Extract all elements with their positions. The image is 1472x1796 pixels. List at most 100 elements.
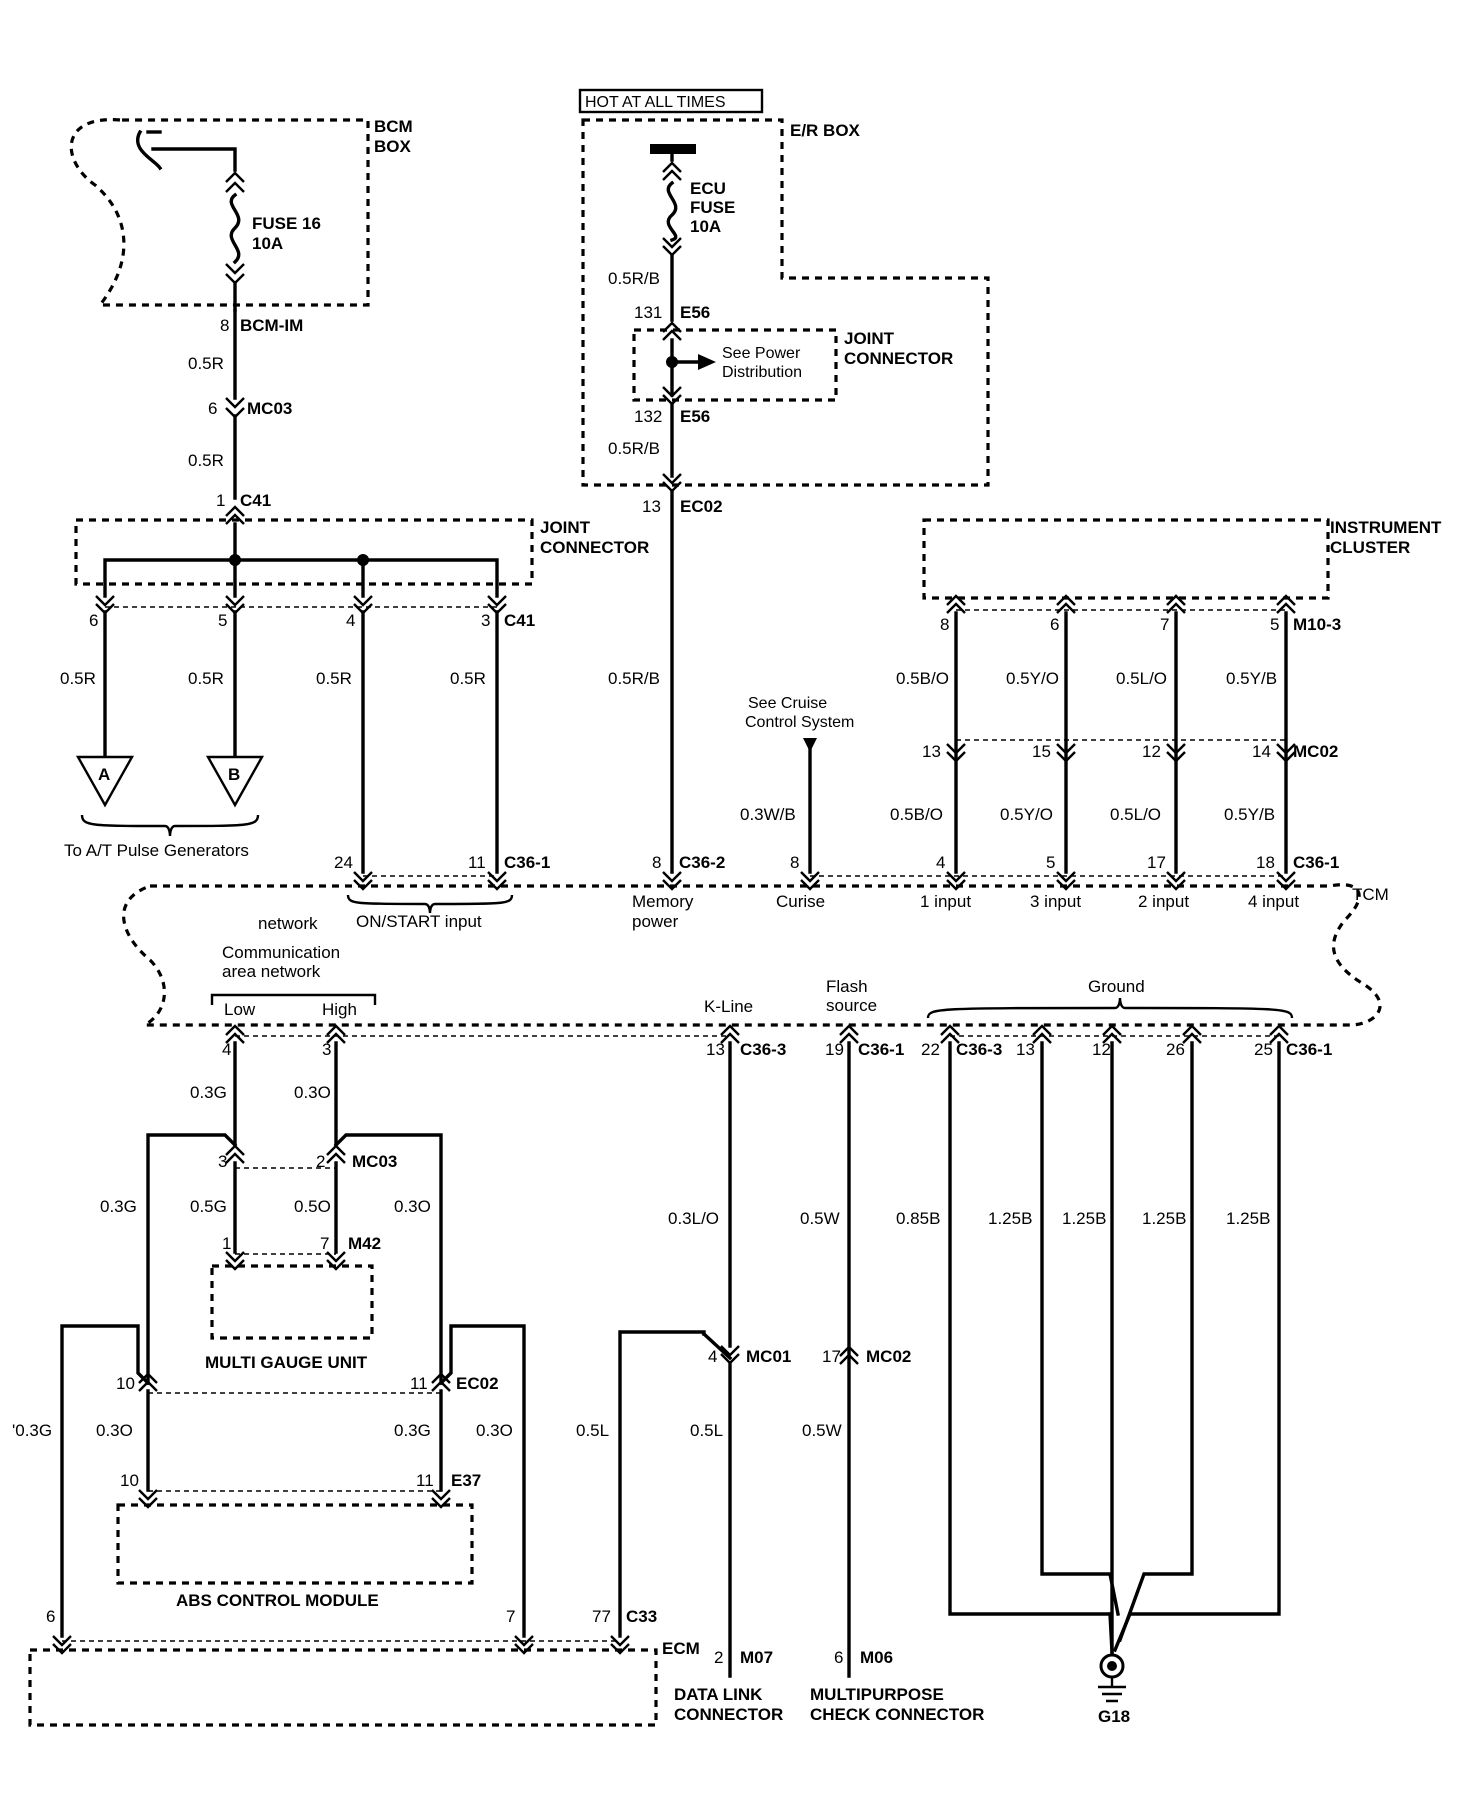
ecm-box: 6 7 77 C33 ECM 0.5L bbox=[28, 1330, 706, 1727]
pin-label: 11 bbox=[468, 853, 486, 872]
cruise-label: Curise bbox=[776, 892, 825, 911]
connector-e56: E56 bbox=[680, 407, 710, 426]
wire-color: 0.3L/O bbox=[668, 1209, 719, 1228]
wire-color: 0.5R bbox=[188, 354, 224, 373]
connector-ec02: EC02 bbox=[680, 497, 723, 516]
ground-label: Ground bbox=[1088, 977, 1145, 996]
joint-connector-label-2: CONNECTOR bbox=[540, 538, 649, 557]
wire-color: 1.25B bbox=[1226, 1209, 1270, 1228]
connector-c36-1: C36-1 bbox=[858, 1040, 904, 1059]
bcm-box: BCM BOX FUSE 16 10A bbox=[69, 117, 413, 312]
ground-g18-icon bbox=[1098, 1653, 1126, 1703]
pin-label: 7 bbox=[1160, 615, 1169, 634]
pulse-generator-wires: 0.5R 0.5R A B To A/T Pulse Generators 0.… bbox=[60, 610, 499, 874]
comm-label-2: area network bbox=[222, 962, 321, 981]
abs-control-module-label: ABS CONTROL MODULE bbox=[176, 1591, 379, 1610]
wire-color: 1.25B bbox=[1142, 1209, 1186, 1228]
pin-label: 15 bbox=[1032, 742, 1051, 761]
to-at-pulse-label: To A/T Pulse Generators bbox=[64, 841, 249, 860]
connector-c36-1: C36-1 bbox=[1286, 1040, 1332, 1059]
fuse16-symbol bbox=[229, 192, 241, 265]
wire-color: 0.3O bbox=[394, 1197, 431, 1216]
input-3-label: 3 input bbox=[1030, 892, 1081, 911]
joint-connector-label-1: JOINT bbox=[540, 518, 591, 537]
connector-e37: E37 bbox=[451, 1471, 481, 1490]
instrument-cluster: INSTRUMENT CLUSTER 8 6 7 5 M10-3 0.5B/O … bbox=[890, 518, 1442, 874]
pin-label: 2 bbox=[316, 1152, 325, 1171]
pin-label: 3 bbox=[481, 611, 490, 630]
pin-label: 4 bbox=[346, 611, 355, 630]
wire-color: 0.5R/B bbox=[608, 269, 660, 288]
see-power-label-2: Distribution bbox=[722, 364, 802, 381]
bcm-box-label-2: BOX bbox=[374, 137, 412, 156]
wire-color: '0.3G bbox=[12, 1421, 52, 1440]
wire-color: 0.3G bbox=[100, 1197, 137, 1216]
instrument-cluster-label-2: CLUSTER bbox=[1330, 538, 1410, 557]
connector-c36-1: C36-1 bbox=[504, 853, 550, 872]
pin-label: 1 bbox=[216, 491, 225, 510]
multipurpose-label-2: CHECK CONNECTOR bbox=[810, 1705, 984, 1724]
wire-color: 0.5R bbox=[188, 451, 224, 470]
wire-color: 0.5R bbox=[60, 669, 96, 688]
see-cruise-label-1: See Cruise bbox=[748, 695, 827, 712]
pin-label: 19 bbox=[825, 1040, 844, 1059]
pin-label: 7 bbox=[320, 1234, 329, 1253]
connector-mc03: MC03 bbox=[352, 1152, 397, 1171]
joint-connector-left: JOINT CONNECTOR 6 5 4 3 C41 bbox=[74, 518, 649, 630]
wire-color: 0.5L/O bbox=[1116, 669, 1167, 688]
pin-label: 4 bbox=[708, 1347, 717, 1366]
pin-label: 26 bbox=[1166, 1040, 1185, 1059]
can-network-wires: 0.3G 0.3O 3 2 MC03 0.3G 0.5G 0.5O 0.3O 1… bbox=[12, 1041, 526, 1638]
bus-bar bbox=[650, 144, 696, 154]
can-low-label: Low bbox=[224, 1000, 256, 1019]
fuse16-label: FUSE 16 bbox=[252, 214, 321, 233]
ecu-fuse-label-1: ECU bbox=[690, 179, 726, 198]
connector-m06: M06 bbox=[860, 1648, 893, 1667]
pin-label: 8 bbox=[220, 316, 229, 335]
pin-label: 1 bbox=[222, 1234, 231, 1253]
pin-label: 11 bbox=[416, 1471, 434, 1490]
pin-label: 5 bbox=[1046, 853, 1055, 872]
bcm-box-label-1: BCM bbox=[374, 117, 413, 136]
wire-color: 0.5R bbox=[316, 669, 352, 688]
tcm-box: TCM ON/START input Memory power Curise 1… bbox=[122, 883, 1389, 1027]
pin-label: 6 bbox=[89, 611, 98, 630]
terminal-a-label: A bbox=[98, 765, 110, 784]
wire-color: 0.5O bbox=[294, 1197, 331, 1216]
cruise-wire: See Cruise Control System 0.3W/B bbox=[740, 695, 854, 874]
wire-color: 0.5L/O bbox=[1110, 805, 1161, 824]
wire-color: 0.5L bbox=[576, 1421, 609, 1440]
pin-label: 3 bbox=[322, 1040, 331, 1059]
connector-bcm-im: BCM-IM bbox=[240, 316, 303, 335]
pin-label: 12 bbox=[1092, 1040, 1111, 1059]
tcm-lower-pins: 4 3 13 C36-3 19 C36-1 22 C36-3 13 12 26 … bbox=[222, 1024, 1332, 1059]
pin-label: 6 bbox=[208, 399, 217, 418]
pin-label: 132 bbox=[634, 407, 662, 426]
memory-power-label-1: Memory bbox=[632, 892, 694, 911]
wire-color: 0.5R bbox=[450, 669, 486, 688]
wire-color: 0.5G bbox=[190, 1197, 227, 1216]
connector-m42: M42 bbox=[348, 1234, 381, 1253]
pin-label: 10 bbox=[120, 1471, 139, 1490]
connector-ec02: EC02 bbox=[456, 1374, 499, 1393]
bcm-feed-wire: 8 BCM-IM 0.5R 6 MC03 0.5R 1 C41 bbox=[188, 308, 303, 525]
pin-label: 7 bbox=[506, 1607, 515, 1626]
instrument-cluster-label-1: INSTRUMENT bbox=[1330, 518, 1442, 537]
kline-wires: 0.3L/O 4 MC01 0.5L 2 M07 DATA LINK CONNE… bbox=[668, 1041, 791, 1724]
pin-label: 5 bbox=[218, 611, 227, 630]
pin-label: 131 bbox=[634, 303, 662, 322]
flash-source-label-2: source bbox=[826, 996, 877, 1015]
connector-m10-3: M10-3 bbox=[1293, 615, 1341, 634]
ecu-fuse-label-3: 10A bbox=[690, 217, 721, 236]
wire-color: 0.5B/O bbox=[890, 805, 943, 824]
connector-symbol bbox=[225, 171, 245, 193]
pin-label: 8 bbox=[652, 853, 661, 872]
wire-color: 0.5Y/B bbox=[1226, 669, 1277, 688]
pin-label: 17 bbox=[1147, 853, 1166, 872]
connector-m07: M07 bbox=[740, 1648, 773, 1667]
pin-label: 6 bbox=[1050, 615, 1059, 634]
ground-wires: 0.85B 1.25B 1.25B 1.25B 1.25B G18 bbox=[896, 1041, 1281, 1726]
pin-label: 4 bbox=[936, 853, 945, 872]
connector-mc02: MC02 bbox=[866, 1347, 911, 1366]
connector-c41: C41 bbox=[504, 611, 535, 630]
